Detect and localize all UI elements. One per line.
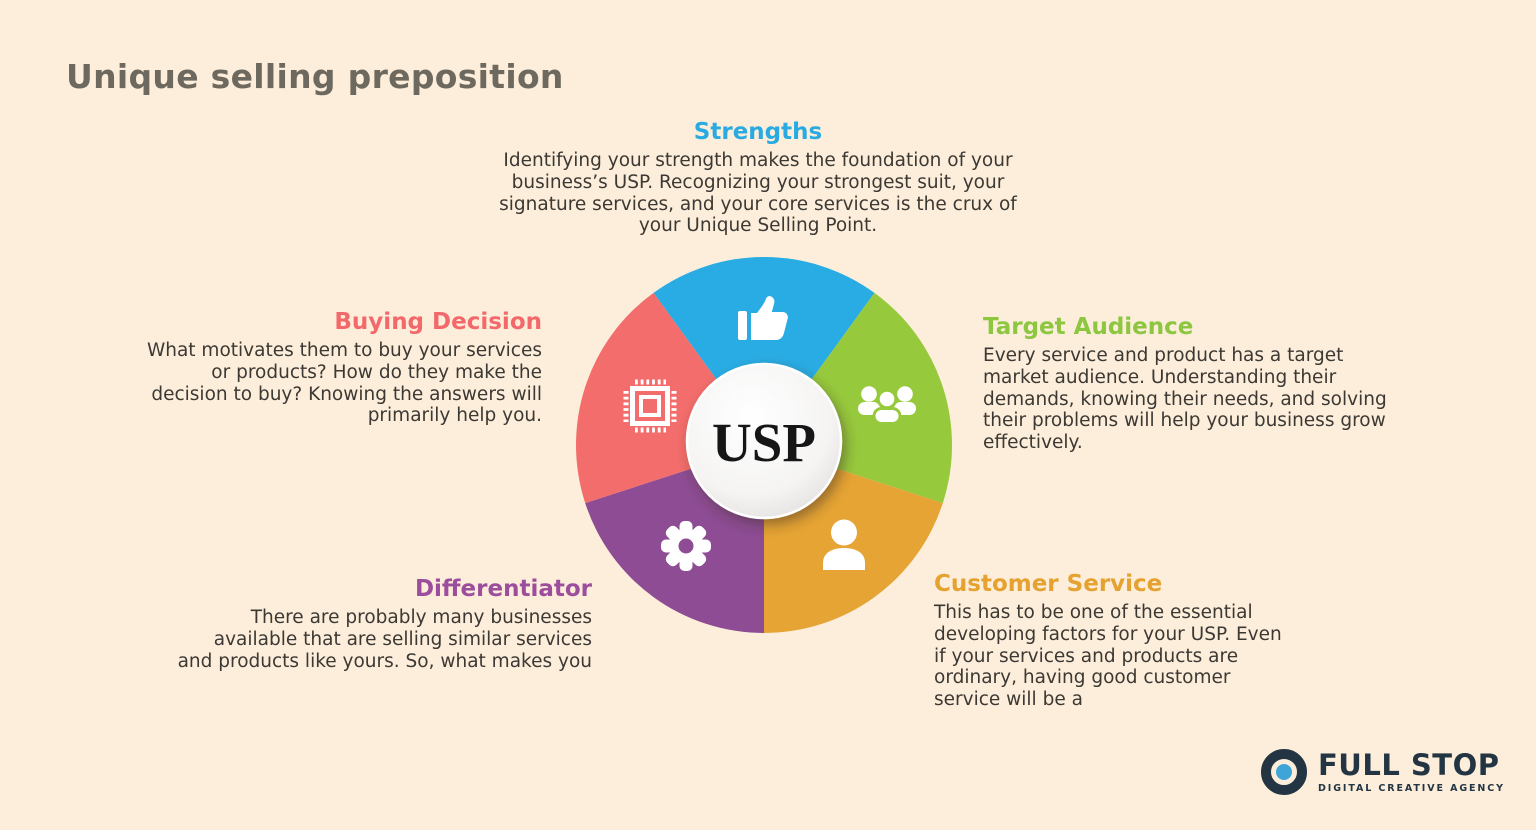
- person-icon: [823, 519, 865, 570]
- fullstop-logo: FULL STOP DIGITAL CREATIVE AGENCY: [1261, 749, 1505, 795]
- group-icon: [858, 386, 916, 425]
- logo-name: FULL STOP: [1318, 748, 1500, 783]
- fullstop-logo-icon: [1261, 749, 1307, 795]
- usp-wheel-diagram: USP: [575, 256, 953, 633]
- gear-icon: [661, 521, 711, 571]
- logo-tagline: DIGITAL CREATIVE AGENCY: [1318, 782, 1505, 794]
- page-title: Unique selling preposition: [66, 57, 564, 96]
- fullstop-logo-dot-icon: [1276, 764, 1292, 780]
- customer-service-description: This has to be one of the essential deve…: [934, 602, 1282, 710]
- section-customer-service: Customer Service This has to be one of t…: [934, 571, 1286, 711]
- differentiator-heading: Differentiator: [414, 576, 592, 602]
- wheel-segment-strengths: [653, 256, 875, 445]
- strengths-heading: Strengths: [693, 119, 823, 145]
- section-buying-decision: Buying Decision What motivates them to b…: [136, 309, 542, 427]
- chip-icon: [623, 379, 677, 433]
- buying-decision-description: What motivates them to buy your services…: [146, 340, 542, 427]
- fullstop-logo-text: FULL STOP DIGITAL CREATIVE AGENCY: [1318, 748, 1505, 794]
- section-strengths: Strengths Identifying your strength make…: [498, 119, 1018, 237]
- target-audience-heading: Target Audience: [983, 314, 1194, 340]
- wheel-center-disc: [685, 362, 843, 520]
- section-target-audience: Target Audience Every service and produc…: [983, 314, 1395, 454]
- thumbs-up-icon: [738, 296, 788, 340]
- usp-center-label: USP: [712, 412, 816, 473]
- buying-decision-heading: Buying Decision: [334, 309, 542, 335]
- section-differentiator: Differentiator There are probably many b…: [176, 576, 592, 672]
- differentiator-description: There are probably many businesses avail…: [177, 607, 592, 672]
- customer-service-heading: Customer Service: [934, 571, 1163, 597]
- strengths-description: Identifying your strength makes the foun…: [499, 150, 1017, 237]
- target-audience-description: Every service and product has a target m…: [983, 345, 1387, 453]
